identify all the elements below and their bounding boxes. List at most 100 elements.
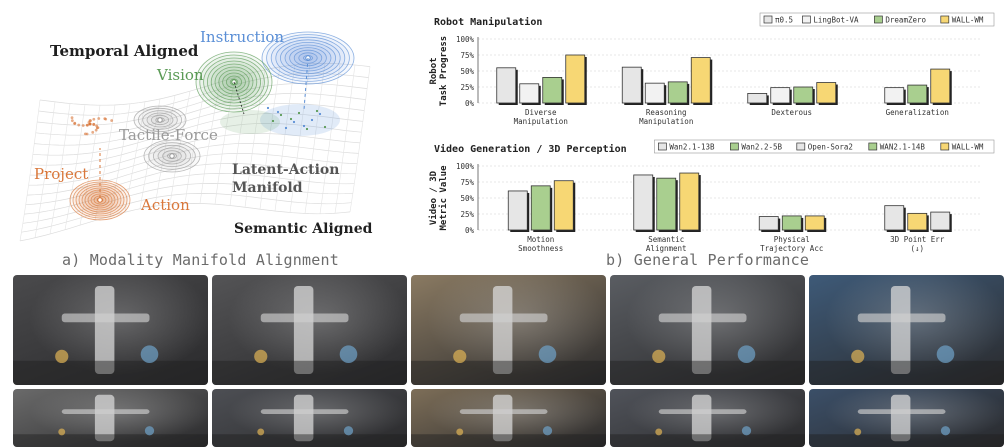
label-manifold: Manifold: [232, 180, 303, 196]
mesh-line: [184, 86, 206, 204]
label-latent-action: Latent-Action: [232, 162, 339, 178]
manifold-labels: Temporal Aligned Instruction Vision Tact…: [34, 28, 373, 237]
robot-photo: [809, 389, 1004, 447]
bar: [621, 66, 642, 104]
label-tactile-force: Tactile-Force: [119, 126, 218, 144]
bar: [530, 185, 551, 231]
legend-label: WAN2.1-14B: [880, 143, 926, 152]
connectors: [99, 57, 309, 198]
mesh-line: [64, 104, 86, 230]
label-project: Project: [34, 165, 88, 183]
legend-label: π0.5: [775, 16, 793, 25]
mesh-line: [229, 73, 251, 206]
bar: [781, 215, 802, 231]
project-cloud: [70, 116, 114, 136]
label-action: Action: [140, 196, 190, 214]
legend-swatch: [802, 15, 811, 24]
photo-content: [13, 286, 208, 385]
legend-swatch: [796, 142, 806, 151]
mesh-line: [289, 63, 311, 213]
caption-manifold-alignment: a) Modality Manifold Alignment: [62, 251, 339, 269]
y-tick-label: 25%: [460, 83, 474, 92]
legend-swatch: [868, 142, 878, 151]
robot-photo: [610, 275, 805, 385]
y-tick-label: 50%: [460, 67, 474, 76]
photo-content: [610, 394, 805, 447]
bar: [930, 211, 951, 231]
caption-general-performance: b) General Performance: [606, 251, 810, 269]
robot-photo: [610, 389, 805, 447]
label-semantic-aligned: Semantic Aligned: [234, 221, 373, 237]
latent-cloud: [220, 104, 340, 136]
y-tick-label: 100%: [456, 35, 475, 44]
mesh-line: [274, 64, 296, 212]
y-tick-label: 0%: [465, 99, 475, 108]
mesh-line: [19, 99, 41, 241]
mesh-line: [319, 63, 341, 214]
mesh-line: [259, 66, 281, 210]
bar: [542, 77, 563, 104]
tactile-blob-top: [133, 105, 187, 135]
mesh-line: [169, 91, 191, 205]
robot-photo: [13, 275, 208, 385]
mesh-line: [94, 104, 116, 221]
robot-photo: [411, 275, 606, 385]
chart-legend: WALL-WMWAN2.1-14BOpen-Sora2Wan2.2-5BWan2…: [654, 139, 995, 154]
robot-photo: [212, 275, 407, 385]
mesh-line: [109, 103, 131, 217]
x-tick-label: Dexterous: [771, 108, 812, 117]
robot-photo: [411, 389, 606, 447]
bar: [690, 57, 711, 104]
y-axis-label: RobotTask Progress: [429, 36, 449, 106]
bar: [656, 177, 677, 231]
bar: [667, 81, 688, 104]
legend-label: WALL-WM: [952, 143, 984, 152]
label-vision: Vision: [156, 66, 204, 84]
x-tick-label: 3D Point Err(↓): [890, 235, 945, 253]
bar: [884, 87, 905, 104]
bar: [633, 174, 654, 231]
photo-content: [809, 286, 1004, 385]
bar: [816, 82, 837, 104]
robot-photo: [13, 389, 208, 447]
bar: [793, 86, 814, 104]
y-tick-label: 75%: [460, 51, 474, 60]
bar: [758, 216, 779, 231]
y-tick-label: 75%: [460, 178, 474, 187]
robot-photo: [809, 275, 1004, 385]
legend-box: [654, 139, 995, 154]
legend-swatch: [658, 142, 667, 151]
bar: [507, 190, 528, 231]
legend-swatch: [730, 142, 739, 151]
y-axis-label: Video / 3DMetric Value: [428, 165, 449, 231]
chart-title: Video Generation / 3D Perception: [434, 143, 627, 155]
label-instruction: Instruction: [200, 28, 284, 46]
bar: [907, 212, 928, 231]
legend-label: LingBot-VA: [813, 16, 859, 25]
y-tick-label: 100%: [456, 162, 475, 171]
bar: [747, 93, 768, 104]
legend-swatch: [874, 15, 883, 24]
photo-content: [411, 394, 606, 447]
bar: [884, 205, 905, 231]
photo-content: [809, 394, 1004, 447]
mesh-line: [349, 66, 371, 212]
legend-box: [759, 12, 995, 27]
mesh-line: [139, 98, 161, 209]
bar: [496, 67, 517, 104]
bar: [930, 68, 951, 104]
mesh-line: [199, 82, 221, 204]
legend-swatch: [940, 142, 950, 151]
bar: [679, 172, 700, 231]
bar: [519, 83, 540, 104]
bar: [804, 215, 825, 231]
mesh-line: [334, 64, 356, 214]
bar: [553, 180, 574, 231]
